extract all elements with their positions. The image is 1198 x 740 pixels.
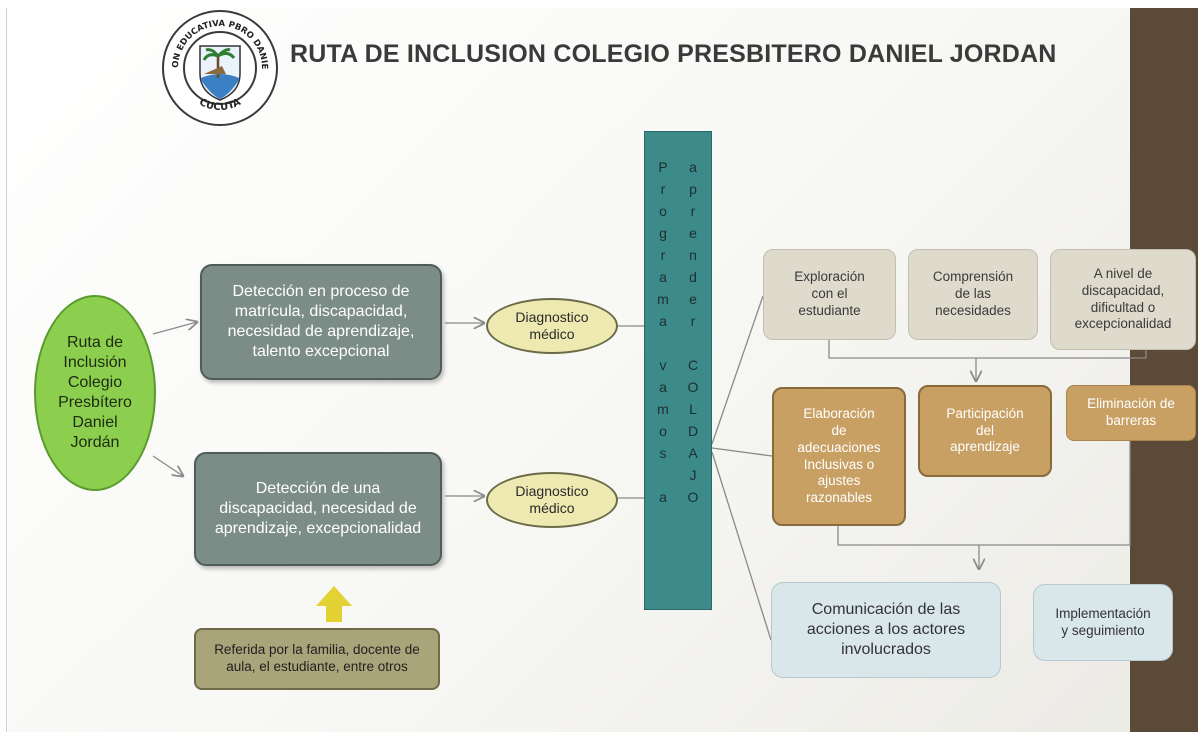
participacion-box: Participación del aprendizaje [918, 385, 1052, 477]
banner-char: o [659, 203, 667, 219]
left-border-line [6, 8, 7, 732]
comunicacion-box: Comunicación de las acciones a los actor… [771, 582, 1001, 678]
banner-char: r [690, 203, 696, 219]
deteccion-discapacidad-box: Detección de una discapacidad, necesidad… [194, 452, 442, 566]
implementacion-box: Implementación y seguimiento [1033, 584, 1173, 661]
banner-char: d [689, 269, 697, 285]
diagnostico-medico-label-2: Diagnostico médico [515, 482, 589, 517]
ruta-inclusion-node: Ruta de Inclusión Colegio Presbítero Dan… [34, 295, 156, 491]
banner-char: a [659, 379, 667, 395]
nivel-box: A nivel de discapacidad, dificultad o ex… [1050, 249, 1196, 350]
diagnostico-medico-label-1: Diagnostico médico [515, 308, 589, 343]
page-title: RUTA DE INCLUSION COLEGIO PRESBITERO DAN… [290, 40, 1057, 68]
banner-char: A [688, 445, 698, 461]
comprension-box: Comprensión de las necesidades [908, 249, 1038, 340]
comprension-label: Comprensión de las necesidades [932, 269, 1014, 318]
referida-box: Referida por la familia, docente de aula… [194, 628, 440, 690]
diagnostico-medico-oval-2: Diagnostico médico [486, 472, 618, 528]
banner-char: e [689, 225, 697, 241]
banner-char: O [687, 379, 699, 395]
banner-char: J [689, 467, 697, 483]
banner-char: L [689, 401, 697, 417]
elaboracion-box: Elaboración de adecuaciones Inclusivas o… [772, 387, 906, 526]
banner-char [683, 332, 703, 354]
nivel-label: A nivel de discapacidad, dificultad o ex… [1074, 265, 1172, 332]
eliminacion-box: Eliminación de barreras [1066, 385, 1196, 441]
exploracion-label: Exploración con el estudiante [794, 269, 865, 318]
deteccion-matricula-label: Detección en proceso de matrícula, disca… [227, 283, 415, 360]
eliminacion-label: Eliminación de barreras [1087, 396, 1175, 428]
banner-char: r [690, 313, 696, 329]
banner-char: D [687, 423, 699, 439]
elaboracion-label: Elaboración de adecuaciones Inclusivas o… [797, 405, 881, 506]
exploracion-box: Exploración con el estudiante [763, 249, 896, 340]
banner-char [653, 464, 673, 486]
line-banner-to-exploracion [711, 295, 764, 445]
ruta-inclusion-label: Ruta de Inclusión Colegio Presbítero Dan… [58, 334, 132, 451]
bracket-top [828, 340, 1147, 359]
deteccion-matricula-box: Detección en proceso de matrícula, disca… [200, 264, 442, 380]
implementacion-label: Implementación y seguimiento [1055, 605, 1151, 638]
referida-label: Referida por la familia, docente de aula… [214, 642, 420, 674]
banner-char: P [658, 159, 668, 175]
banner-char: r [660, 247, 666, 263]
arrow-ruta-to-deteccion2 [152, 455, 183, 476]
banner-char [653, 332, 673, 354]
svg-text:CUCUTA: CUCUTA [197, 97, 243, 113]
arrow-ruta-to-deteccion1 [152, 322, 197, 335]
banner-char: a [659, 489, 667, 505]
banner-char: n [689, 247, 697, 263]
banner-char: o [659, 423, 667, 439]
banner-char: O [687, 489, 699, 505]
bracket-bottom [837, 440, 1131, 546]
banner-char: a [659, 313, 667, 329]
banner-char: a [659, 269, 667, 285]
banner-char: p [689, 181, 697, 197]
up-arrow-icon [316, 586, 352, 622]
diagnostico-medico-oval-1: Diagnostico médico [486, 298, 618, 354]
logo-ring-text-bottom: CUCUTA [197, 97, 243, 113]
participacion-label: Participación del aprendizaje [946, 405, 1024, 455]
banner-char: v [659, 357, 667, 373]
line-banner-to-elaboracion [711, 447, 773, 457]
comunicacion-label: Comunicación de las acciones a los actor… [806, 601, 966, 658]
banner-char: m [657, 401, 669, 417]
banner-char: C [687, 357, 699, 373]
banner-char: e [689, 291, 697, 307]
banner-char: s [659, 445, 667, 461]
banner-char: g [659, 225, 667, 241]
line-banner-to-comunicacion [711, 451, 772, 641]
banner-char: r [660, 181, 666, 197]
banner-char: m [657, 291, 669, 307]
banner-char: a [689, 159, 697, 175]
deteccion-discapacidad-label: Detección de una discapacidad, necesidad… [214, 480, 422, 537]
school-seal-logo: INSTITUCION EDUCATIVA PBRO DANIEL JORDAN… [160, 8, 278, 126]
